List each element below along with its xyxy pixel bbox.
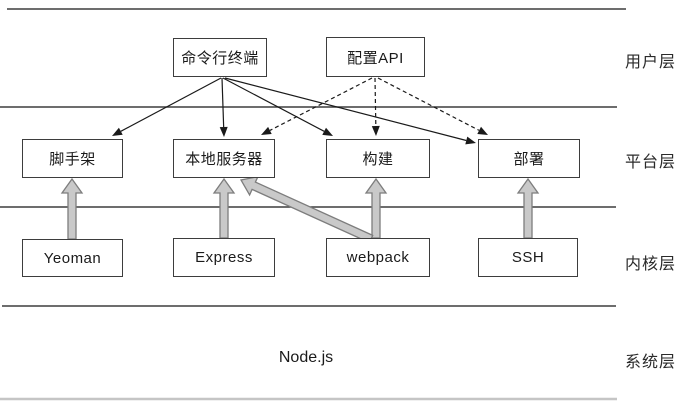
node-config-api-label: 配置API [347, 49, 404, 67]
node-build: 构建 [326, 139, 430, 178]
edge-cli-deploy-arrowhead [465, 136, 476, 145]
node-express: Express [173, 238, 275, 277]
edge-yeoman-scaffold [60, 177, 84, 240]
node-nodejs: Node.js [278, 349, 334, 366]
node-scaffold: 脚手架 [22, 139, 123, 178]
node-config-api: 配置API [326, 37, 425, 77]
edge-config_api-build-arrowhead [371, 125, 380, 136]
edge-cli-build-line [222, 77, 325, 132]
node-webpack-label: webpack [346, 249, 410, 266]
node-yeoman-label: Yeoman [43, 249, 102, 267]
edge-cli-scaffold-line [120, 77, 222, 132]
node-cli: 命令行终端 [173, 38, 267, 77]
edge-express-local_server [212, 177, 236, 239]
edge-cli-deploy-line [224, 77, 467, 142]
edge-ssh-deploy [516, 177, 540, 239]
edge-config_api-build-line [374, 77, 377, 127]
node-deploy: 部署 [478, 139, 580, 178]
edge-config_api-deploy-line [377, 77, 480, 131]
layer-label-system: 系统层 [625, 354, 677, 371]
node-express-label: Express [195, 249, 253, 266]
node-deploy-label: 部署 [513, 151, 545, 168]
node-yeoman: Yeoman [22, 239, 123, 277]
edge-config_api-local_server-line [269, 77, 373, 131]
layer-label-platform: 平台层 [625, 154, 677, 171]
node-build-label: 构建 [362, 151, 394, 168]
node-local-server-label: 本地服务器 [185, 151, 263, 168]
node-cli-label: 命令行终端 [181, 50, 259, 67]
node-local-server: 本地服务器 [173, 139, 275, 178]
layer-label-kernel: 内核层 [625, 256, 677, 273]
node-scaffold-label: 脚手架 [49, 151, 96, 168]
layer-label-user: 用户层 [625, 54, 677, 71]
node-ssh: SSH [478, 238, 578, 277]
edge-webpack-local_server [239, 175, 374, 244]
edge-webpack-build [364, 177, 388, 239]
node-webpack: webpack [326, 238, 430, 277]
node-ssh-label: SSH [511, 249, 545, 266]
edge-config_api-deploy-arrowhead [477, 126, 488, 135]
edge-cli-local_server-arrowhead [219, 126, 228, 137]
edge-cli-scaffold-arrowhead [112, 127, 123, 136]
edge-config_api-local_server-arrowhead [261, 126, 272, 135]
edge-cli-local_server-line [221, 77, 225, 128]
edge-cli-build-arrowhead [322, 127, 333, 136]
